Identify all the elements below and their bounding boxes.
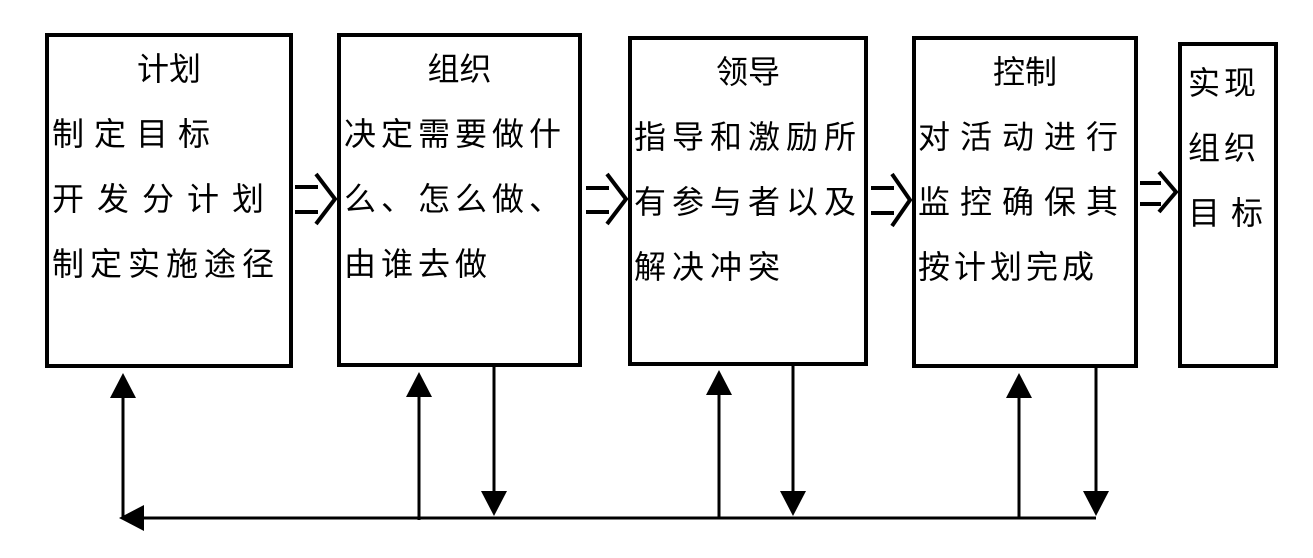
box-controlling-line: 对活动进行 bbox=[918, 119, 1129, 155]
box-leading-title: 领导 bbox=[715, 54, 780, 90]
box-goal-line: 实现 bbox=[1188, 65, 1261, 101]
box-planning-title: 计划 bbox=[136, 51, 201, 87]
box-planning: 计划 制定目标 开发分计划 制定实施途径 bbox=[45, 33, 293, 368]
flow-arrow-controlling-to-goal-icon bbox=[1140, 170, 1179, 214]
box-organizing-line: 决定需要做什 bbox=[344, 116, 567, 152]
flow-arrow-organizing-to-leading-icon bbox=[586, 172, 629, 226]
box-planning-line: 制定实施途径 bbox=[52, 246, 281, 282]
feedback-loop bbox=[110, 365, 1109, 531]
box-leading-line: 有参与者以及 bbox=[634, 184, 863, 220]
box-controlling-title: 控制 bbox=[992, 54, 1057, 90]
box-organizing: 组织 决定需要做什 么、怎么做、 由谁去做 bbox=[337, 33, 582, 367]
box-goal-line: 目标 bbox=[1188, 195, 1275, 231]
box-organizing-title: 组织 bbox=[427, 51, 492, 87]
box-leading-line: 解决冲突 bbox=[634, 249, 787, 285]
box-organizing-line: 么、怎么做、 bbox=[344, 181, 567, 217]
box-planning-line: 制定目标 bbox=[52, 116, 221, 152]
box-controlling-line: 按计划完成 bbox=[918, 249, 1099, 285]
flow-arrow-leading-to-controlling-icon bbox=[871, 172, 913, 228]
box-leading-line: 指导和激励所 bbox=[634, 119, 863, 155]
box-controlling-line: 监控确保其 bbox=[918, 184, 1129, 220]
box-goal: 实现 组织 目标 bbox=[1178, 42, 1278, 368]
box-controlling: 控制 对活动进行 监控确保其 按计划完成 bbox=[912, 36, 1138, 368]
box-planning-line: 开发分计划 bbox=[52, 181, 278, 217]
box-goal-line: 组织 bbox=[1188, 130, 1261, 166]
flow-arrow-planning-to-organizing-icon bbox=[295, 172, 338, 226]
box-leading: 领导 指导和激励所 有参与者以及 解决冲突 bbox=[628, 36, 868, 366]
box-organizing-line: 由谁去做 bbox=[344, 246, 493, 282]
